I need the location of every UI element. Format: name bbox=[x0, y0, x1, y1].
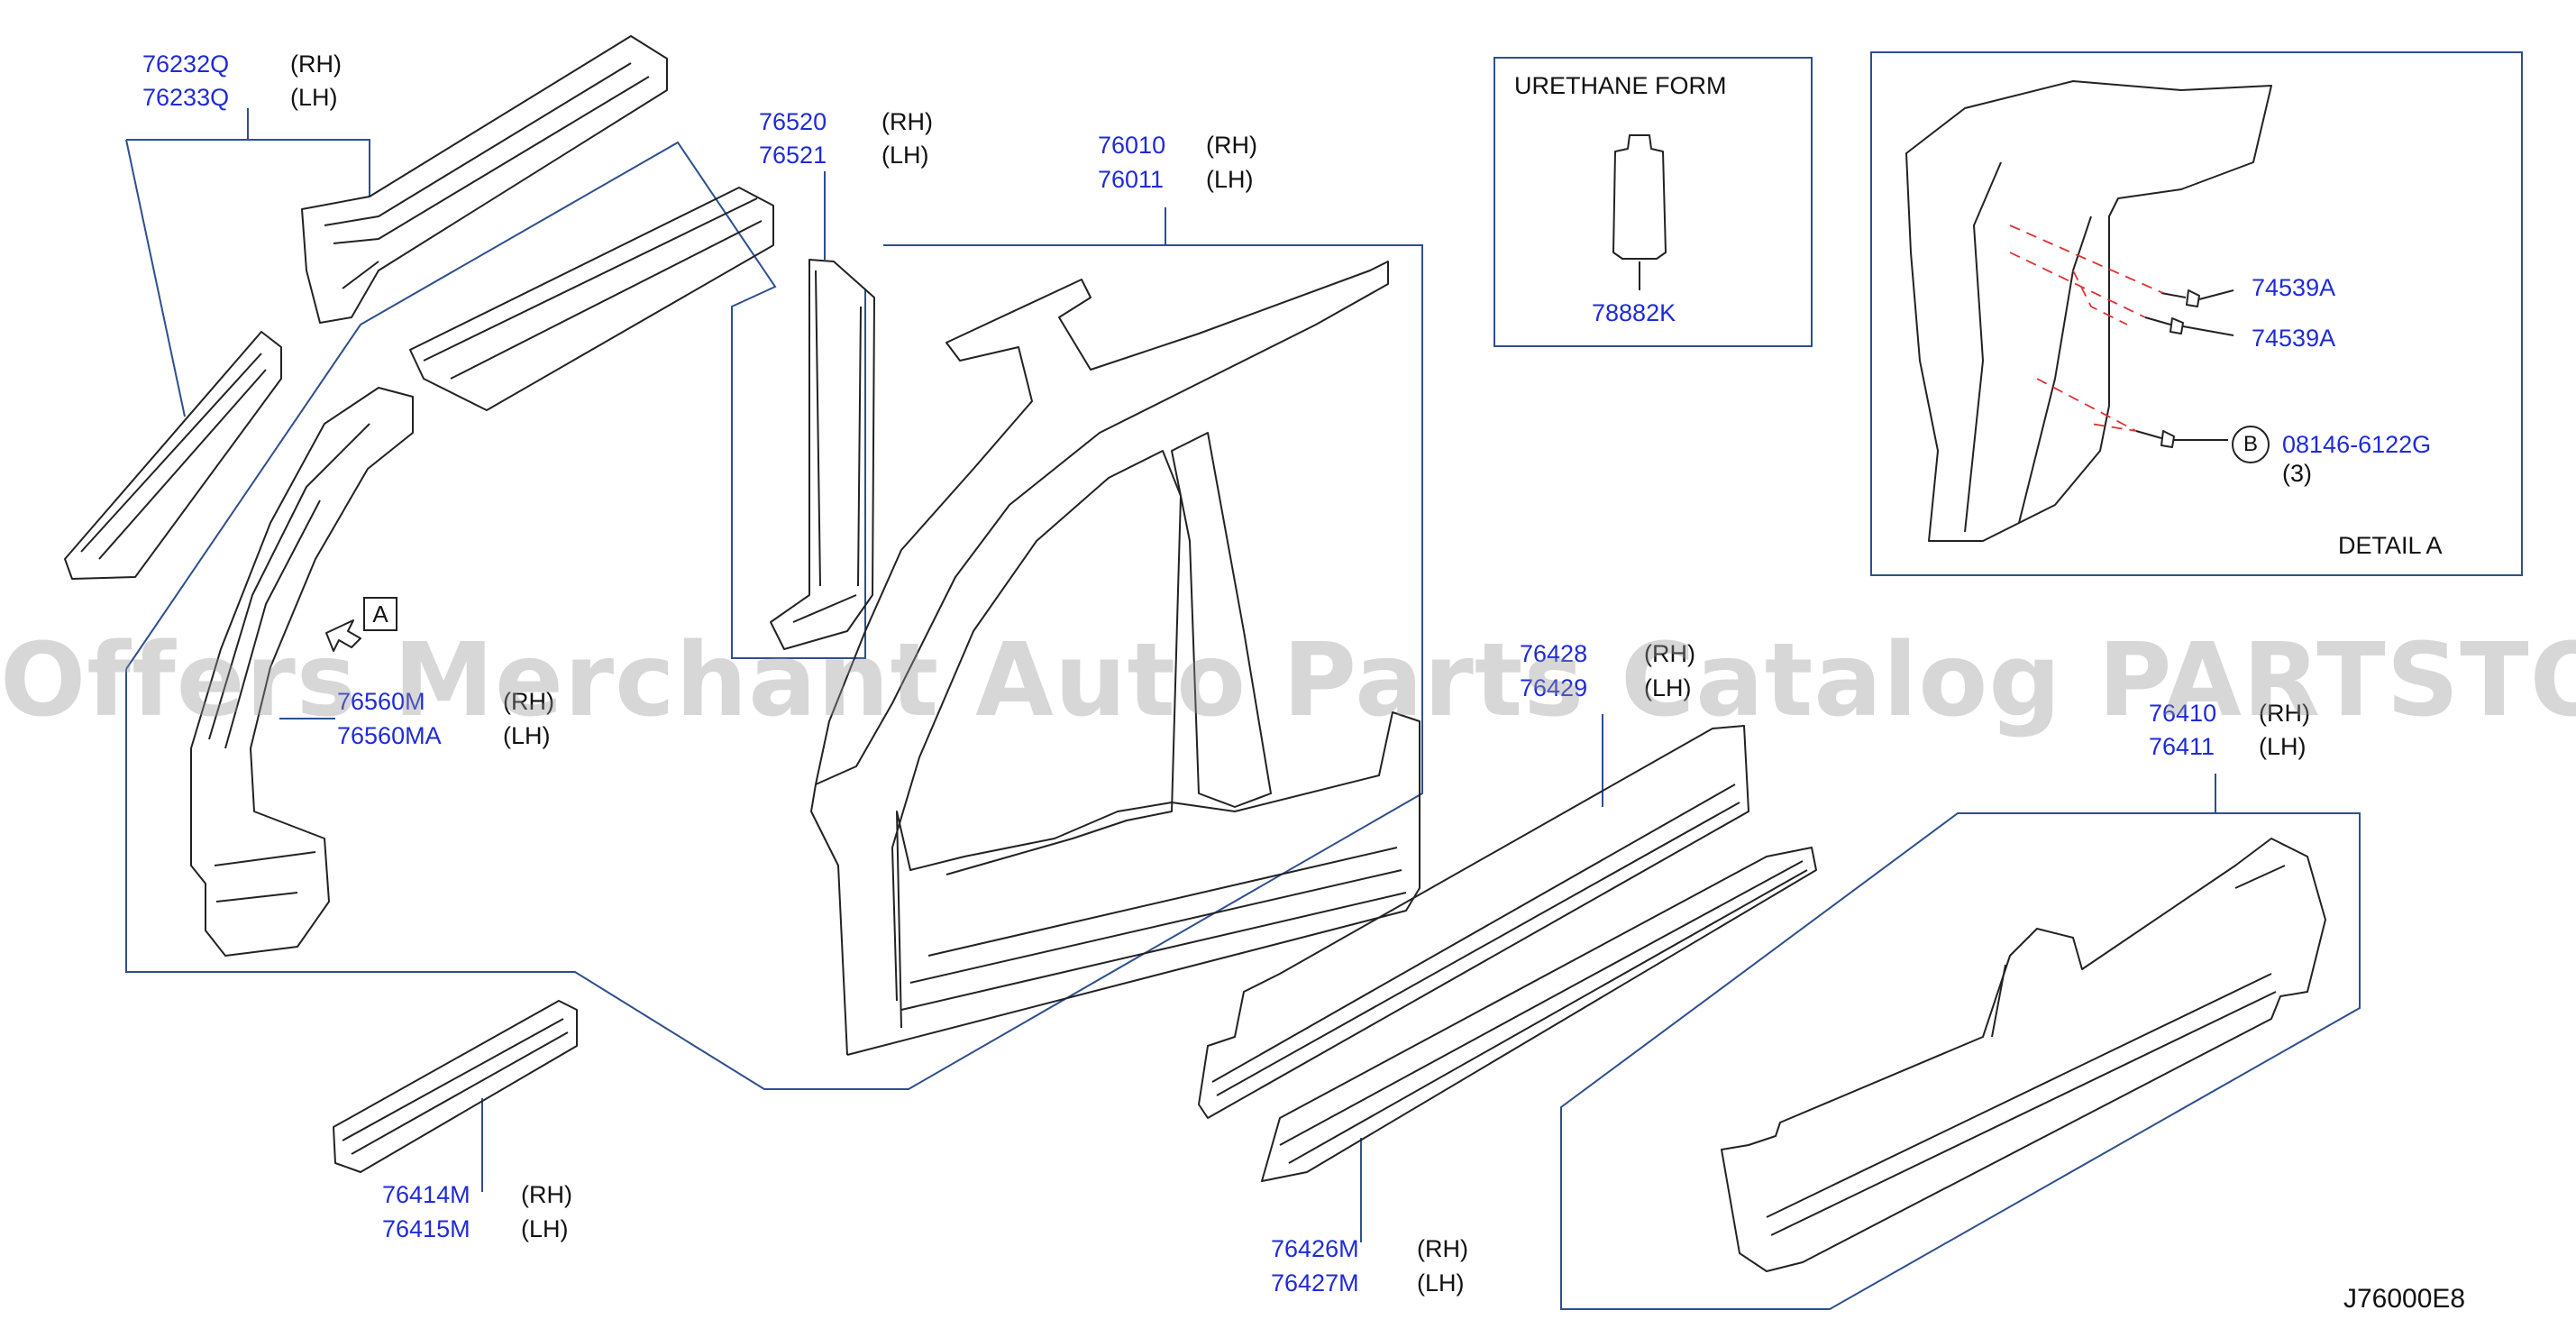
sill-reinforce-detail bbox=[1211, 784, 1740, 1096]
group-outline-left bbox=[125, 244, 1423, 1090]
sill-inner-part bbox=[1261, 847, 1817, 1182]
part-76233q: 76233Q bbox=[142, 84, 230, 111]
hidden-line-2 bbox=[2009, 252, 2146, 318]
sill-inner-detail bbox=[1279, 860, 1808, 1164]
part-76011: 76011 bbox=[1098, 166, 1165, 193]
urethane-box bbox=[1494, 57, 1813, 347]
ref-circle-b: B bbox=[2232, 426, 2270, 463]
bolt-74539a-1 bbox=[2160, 289, 2200, 307]
part-76426m: 76426M bbox=[1271, 1235, 1359, 1262]
view-arrow bbox=[325, 619, 361, 652]
side-rh: (RH) bbox=[1644, 640, 1695, 667]
watermark: Offers Merchant Auto Parts Catalog PARTS… bbox=[0, 622, 2576, 739]
urethane-title: URETHANE FORM bbox=[1514, 72, 1727, 99]
bolt-leader-1 bbox=[2198, 289, 2234, 300]
side-rh: (RH) bbox=[521, 1181, 572, 1208]
body-side-opening-rear bbox=[1171, 432, 1272, 808]
sill-reinforce-part bbox=[1198, 725, 1749, 1119]
part-76414m: 76414M bbox=[382, 1181, 470, 1208]
roof-rail-part bbox=[301, 35, 668, 324]
part-76411: 76411 bbox=[2149, 733, 2215, 760]
part-78882k: 78882K bbox=[1592, 299, 1676, 326]
bolt-74539a-2 bbox=[2144, 316, 2184, 334]
center-pillar-detail bbox=[792, 270, 862, 623]
view-ref-a: A bbox=[363, 597, 397, 631]
part-76560ma: 76560MA bbox=[337, 722, 442, 749]
body-side-opening-front bbox=[891, 450, 1182, 1002]
side-lh: (LH) bbox=[521, 1215, 569, 1242]
side-lh: (LH) bbox=[882, 142, 929, 169]
detail-a-box bbox=[1870, 51, 2523, 576]
part-76429: 76429 bbox=[1520, 674, 1588, 701]
detail-a-pillar-inner bbox=[1964, 161, 2092, 533]
side-lh: (LH) bbox=[503, 722, 551, 749]
side-lh: (LH) bbox=[1644, 674, 1692, 701]
side-lh: (LH) bbox=[1206, 166, 1254, 193]
side-rh: (RH) bbox=[290, 50, 342, 78]
side-lh: (LH) bbox=[290, 84, 338, 111]
lower-rail-detail bbox=[80, 353, 267, 560]
body-side-outer-part bbox=[810, 261, 1389, 1056]
bolt-08146 bbox=[2135, 430, 2175, 448]
urethane-can bbox=[1612, 134, 1667, 260]
roof-rail-detail bbox=[324, 62, 650, 289]
lower-sill-detail bbox=[342, 1018, 569, 1155]
part-76428: 76428 bbox=[1520, 640, 1588, 667]
part-74539a: 74539A bbox=[2252, 325, 2336, 352]
detail-title: DETAIL A bbox=[2338, 532, 2443, 559]
side-rh: (RH) bbox=[882, 108, 933, 135]
leader-76410 bbox=[1560, 774, 2361, 1310]
part-76010: 76010 bbox=[1098, 132, 1166, 159]
front-pillar-detail bbox=[208, 423, 370, 903]
leader-76232-b bbox=[125, 139, 186, 417]
part-08146-6122g: 08146-6122G bbox=[2282, 431, 2432, 458]
body-side-sill bbox=[900, 847, 1407, 1011]
roof-reinforce-detail bbox=[423, 197, 763, 380]
detail-a-pillar bbox=[1905, 80, 2272, 542]
side-rh: (RH) bbox=[503, 688, 554, 715]
hidden-line-3 bbox=[2036, 378, 2137, 432]
part-76520: 76520 bbox=[759, 108, 827, 135]
part-76560m: 76560M bbox=[337, 688, 425, 715]
quantity-label: (3) bbox=[2282, 460, 2312, 487]
lower-sill-part bbox=[333, 1000, 578, 1173]
hidden-line-4 bbox=[2072, 270, 2128, 325]
side-rh: (RH) bbox=[1417, 1235, 1468, 1262]
leader-76232 bbox=[126, 139, 370, 197]
bolt-leader-2 bbox=[2182, 325, 2234, 336]
part-76415m: 76415M bbox=[382, 1215, 470, 1242]
group-outline-rail bbox=[125, 141, 866, 670]
front-pillar-part bbox=[190, 387, 414, 957]
center-pillar-part bbox=[770, 259, 875, 650]
side-lh: (LH) bbox=[1417, 1269, 1465, 1297]
part-74539a: 74539A bbox=[2252, 274, 2336, 301]
body-side-outer-lower bbox=[846, 711, 1420, 1056]
side-lh: (LH) bbox=[2259, 733, 2307, 760]
lower-rail-part bbox=[64, 331, 282, 580]
part-76232q: 76232Q bbox=[142, 50, 230, 78]
part-76427m: 76427M bbox=[1271, 1269, 1359, 1297]
hidden-line-1 bbox=[2009, 225, 2164, 294]
side-rh: (RH) bbox=[2259, 700, 2310, 727]
part-76521: 76521 bbox=[759, 142, 827, 169]
part-76410: 76410 bbox=[2149, 700, 2217, 727]
roof-reinforce-part bbox=[409, 187, 774, 411]
side-rh: (RH) bbox=[1206, 132, 1257, 159]
diagram-code: J76000E8 bbox=[2343, 1284, 2466, 1314]
sill-outer-part bbox=[1721, 838, 2326, 1272]
sill-outer-detail bbox=[1766, 865, 2286, 1236]
